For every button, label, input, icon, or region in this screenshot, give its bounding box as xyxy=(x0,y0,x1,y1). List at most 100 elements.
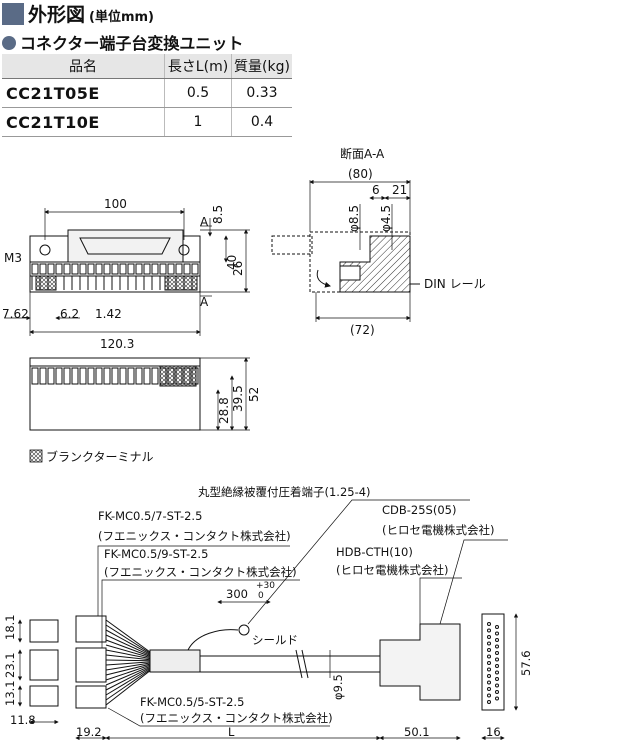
terminal-screw xyxy=(31,263,39,275)
dsub-face xyxy=(481,613,505,711)
dim-label-142: 1.42 xyxy=(95,307,122,321)
pin xyxy=(495,690,499,694)
unit-label: (単位mm) xyxy=(89,10,154,25)
pin xyxy=(487,687,491,691)
dim-label-231: 23.1 xyxy=(3,652,17,678)
bottom-terminal xyxy=(39,367,47,385)
dim-label-80: (80) xyxy=(348,167,373,181)
wire xyxy=(105,661,151,666)
bottom-terminal xyxy=(87,367,95,385)
col-header-mass: 質量(kg) xyxy=(231,54,292,79)
break-mark xyxy=(295,649,303,679)
dim-label-phi85: φ8.5 xyxy=(347,205,361,232)
title-square-icon xyxy=(2,3,24,25)
terminal-screw xyxy=(63,263,71,275)
wire xyxy=(105,665,151,686)
dim-label-181: 18.1 xyxy=(3,614,17,640)
terminal-screw xyxy=(167,263,175,275)
plug-fk9 xyxy=(75,647,107,683)
dim-label-26: 26 xyxy=(231,261,245,276)
dim-label-72: (72) xyxy=(350,323,375,337)
bottom-dim-labels: 28.8 39.5 52 xyxy=(217,385,261,424)
wire xyxy=(105,668,151,696)
wire xyxy=(105,624,151,654)
bottom-terminal xyxy=(111,367,119,385)
pin xyxy=(487,641,491,646)
wire xyxy=(105,639,151,657)
pin xyxy=(495,677,499,681)
section-connector-ghost xyxy=(271,235,313,255)
pin xyxy=(495,638,499,642)
cell-model: CC21T05E xyxy=(2,78,165,108)
section-body-hatch xyxy=(339,235,411,293)
dim-label-40: 40 xyxy=(225,255,239,270)
wire xyxy=(105,659,151,662)
pin xyxy=(487,700,491,704)
dim-label-192: 19.2 xyxy=(76,725,102,739)
wire xyxy=(105,634,151,656)
section-labels: 断面A-A (80) 6 21 φ8.5 φ4.5 (72) DIN レール xyxy=(340,146,486,337)
section-dimensions xyxy=(309,179,411,322)
dim-label-62: 6.2 xyxy=(60,307,79,321)
wire xyxy=(105,649,151,660)
screw-label: M3 xyxy=(4,251,22,265)
pin xyxy=(495,664,499,668)
dim-label-300: 300 xyxy=(226,587,248,601)
cable-labels: 丸型絶縁被覆付圧着端子(1.25-4) FK-MC0.5/7-ST-2.5 (フ… xyxy=(3,485,533,739)
plug-fk5 xyxy=(75,685,107,709)
callout-fk9-maker: (フエニックス・コンタクト株式会社) xyxy=(104,565,297,579)
pin xyxy=(495,651,499,655)
leader-fk5 xyxy=(107,707,330,727)
pin xyxy=(487,661,491,665)
callout-cdb-maker: (ヒロセ電機株式会社) xyxy=(382,523,494,537)
blank-terminal-legend-icon xyxy=(29,449,43,463)
dim-label-100: 100 xyxy=(104,197,127,211)
dim-label-tol-plus: +30 xyxy=(256,581,275,591)
bottom-terminal xyxy=(79,367,87,385)
break-mark xyxy=(301,649,309,679)
terminal-screw xyxy=(183,263,191,275)
pin xyxy=(487,628,491,633)
bottom-terminal xyxy=(135,367,143,385)
front-dim-labels: 100 120.3 7.62 6.2 1.42 M3 A A 8.5 26 40 xyxy=(2,197,245,351)
terminal-screw xyxy=(95,263,103,275)
leader-cdb xyxy=(439,539,508,625)
terminal-screw xyxy=(119,263,127,275)
pin xyxy=(487,648,491,652)
bottom-terminal xyxy=(71,367,79,385)
terminal-screw xyxy=(143,263,151,275)
cell-length: 0.5 xyxy=(164,78,232,108)
terminal-screw xyxy=(39,263,47,275)
dim-label-762: 7.62 xyxy=(2,307,29,321)
dim-label-576: 57.6 xyxy=(519,650,533,676)
cell-length: 1 xyxy=(164,107,232,137)
shield-wire xyxy=(187,629,239,651)
callout-fk5-maker: (フエニックス・コンタクト株式会社) xyxy=(140,711,333,725)
wire xyxy=(105,644,151,658)
cable-dimensions xyxy=(17,499,519,741)
leader-fk9 xyxy=(101,579,300,648)
bottom-terminal xyxy=(47,367,55,385)
section-title: 断面A-A xyxy=(340,146,385,161)
pin xyxy=(487,680,491,685)
wire xyxy=(105,662,151,671)
front-view xyxy=(29,229,201,293)
pin xyxy=(487,654,491,659)
leader-ring-terminal xyxy=(247,499,470,625)
wire xyxy=(105,619,151,653)
callout-fk7-maker: (フエニックス・コンタクト株式会社) xyxy=(98,529,291,543)
front-dimensions xyxy=(4,208,250,336)
wire xyxy=(105,629,151,655)
spec-table: 品名 長さL(m) 質量(kg) CC21T05E 0.5 0.33 CC21T… xyxy=(2,54,292,137)
mount-hole-right xyxy=(178,244,190,256)
callout-hdb: HDB-CTH(10) xyxy=(336,545,413,559)
wire xyxy=(105,669,151,701)
cell-mass: 0.33 xyxy=(231,78,292,108)
mount-hole-left xyxy=(39,244,51,256)
wire xyxy=(105,664,151,681)
bottom-terminal xyxy=(119,367,127,385)
terminal-screw xyxy=(127,263,135,275)
bottom-dimensions xyxy=(200,357,250,431)
terminal-screw xyxy=(175,263,183,275)
spec-table-header: 品名 長さL(m) 質量(kg) xyxy=(2,54,292,79)
